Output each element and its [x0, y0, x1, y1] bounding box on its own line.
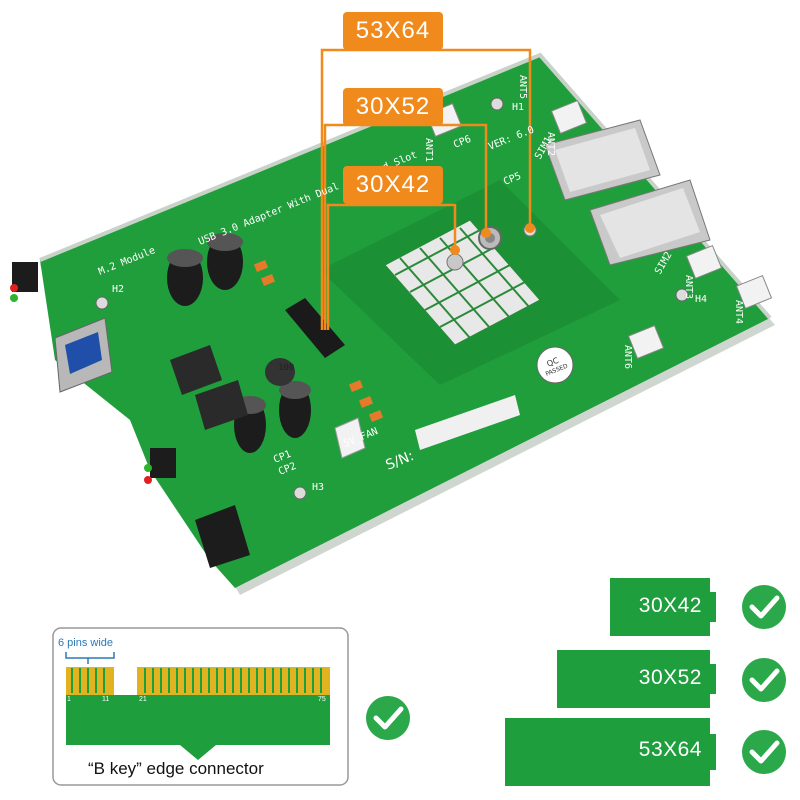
antenna-ant3: ANT3 [683, 275, 694, 299]
pin-number-11: 11 [102, 696, 109, 703]
check-icon [742, 658, 786, 702]
callout-30x42: 30X42 [343, 166, 443, 204]
hole-h2: H2 [112, 284, 124, 295]
pin-number-1: 1 [67, 696, 71, 703]
antenna-ant6: ANT6 [622, 345, 633, 369]
capacitor-value: 100 [278, 363, 294, 373]
connector-width-label: 6 pins wide [58, 637, 113, 649]
antenna-ant1: ANT1 [423, 138, 434, 162]
check-icon [742, 730, 786, 774]
check-icon [742, 585, 786, 629]
hole-h3: H3 [312, 482, 324, 493]
gold-fingers [71, 668, 322, 693]
pin-number-21: 21 [139, 696, 147, 703]
check-icon [366, 696, 410, 740]
hole-h1: H1 [512, 102, 524, 113]
module-card-30x52 [557, 650, 716, 708]
hole-h4: H4 [695, 294, 707, 305]
qc-stamp-top: QC [546, 356, 561, 369]
module-label-53x64: 53X64 [638, 738, 702, 761]
antenna-ant5: ANT5 [517, 75, 528, 99]
m2-socket [285, 298, 345, 358]
module-card-30x42 [610, 578, 716, 636]
pin-number-75: 75 [318, 696, 326, 703]
antenna-ant4: ANT4 [733, 300, 744, 324]
callout-30x52: 30X52 [343, 88, 443, 126]
antenna-ant2: ANT2 [545, 132, 556, 156]
sim-slots [544, 119, 711, 266]
module-card-53x64 [505, 718, 716, 786]
connector-panel [52, 627, 349, 786]
callout-53x64: 53X64 [343, 12, 443, 50]
capacitors [167, 233, 311, 453]
module-label-30x52: 30X52 [638, 666, 702, 689]
connector-caption: “B key” edge connector [88, 759, 264, 778]
module-label-30x42: 30X42 [638, 594, 702, 617]
